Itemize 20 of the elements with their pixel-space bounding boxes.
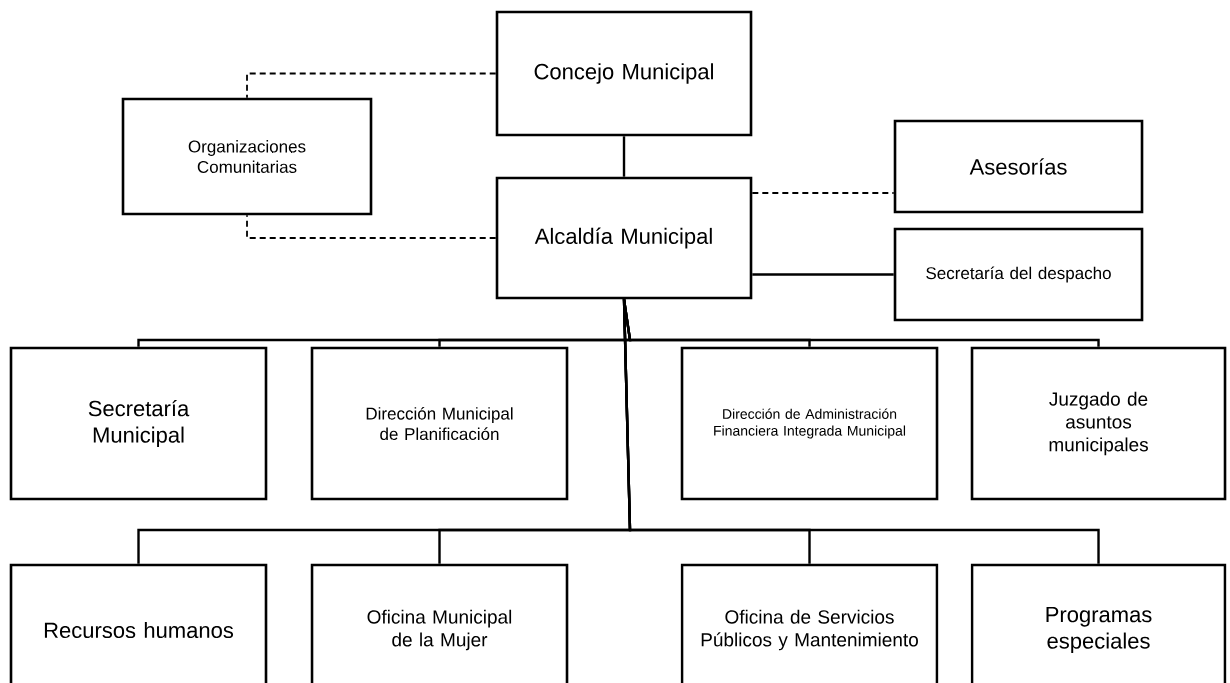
connector-line	[752, 273, 894, 276]
connector-line	[622, 299, 1100, 347]
dashed-connector	[751, 192, 895, 194]
dashed-connector	[246, 72, 497, 99]
office-box: Dirección Municipal de Planificación	[310, 346, 569, 501]
office-box: Recursos humanos	[9, 563, 268, 683]
office-box: Programas especiales	[970, 563, 1227, 683]
dashed-connector	[246, 214, 497, 239]
office-box: Concejo Municipal	[495, 10, 753, 137]
connector-line	[622, 136, 626, 177]
office-box: Asesorías	[893, 119, 1144, 214]
office-box: Oficina Municipal de la Mujer	[310, 563, 569, 683]
office-box: Organizaciones Comunitarias	[121, 97, 373, 216]
connector-line	[622, 299, 1100, 564]
office-box: Juzgado de asuntos municipales	[970, 346, 1227, 501]
office-box: Secretaría del despacho	[893, 227, 1144, 322]
office-box: Oficina de Servicios Públicos y Mantenimiento	[680, 563, 939, 683]
office-box: Secretaría Municipal	[9, 346, 268, 501]
office-box: Alcaldía Municipal	[495, 176, 753, 300]
office-box: Dirección de Administración Financiera Integrada Municipal	[680, 346, 939, 501]
